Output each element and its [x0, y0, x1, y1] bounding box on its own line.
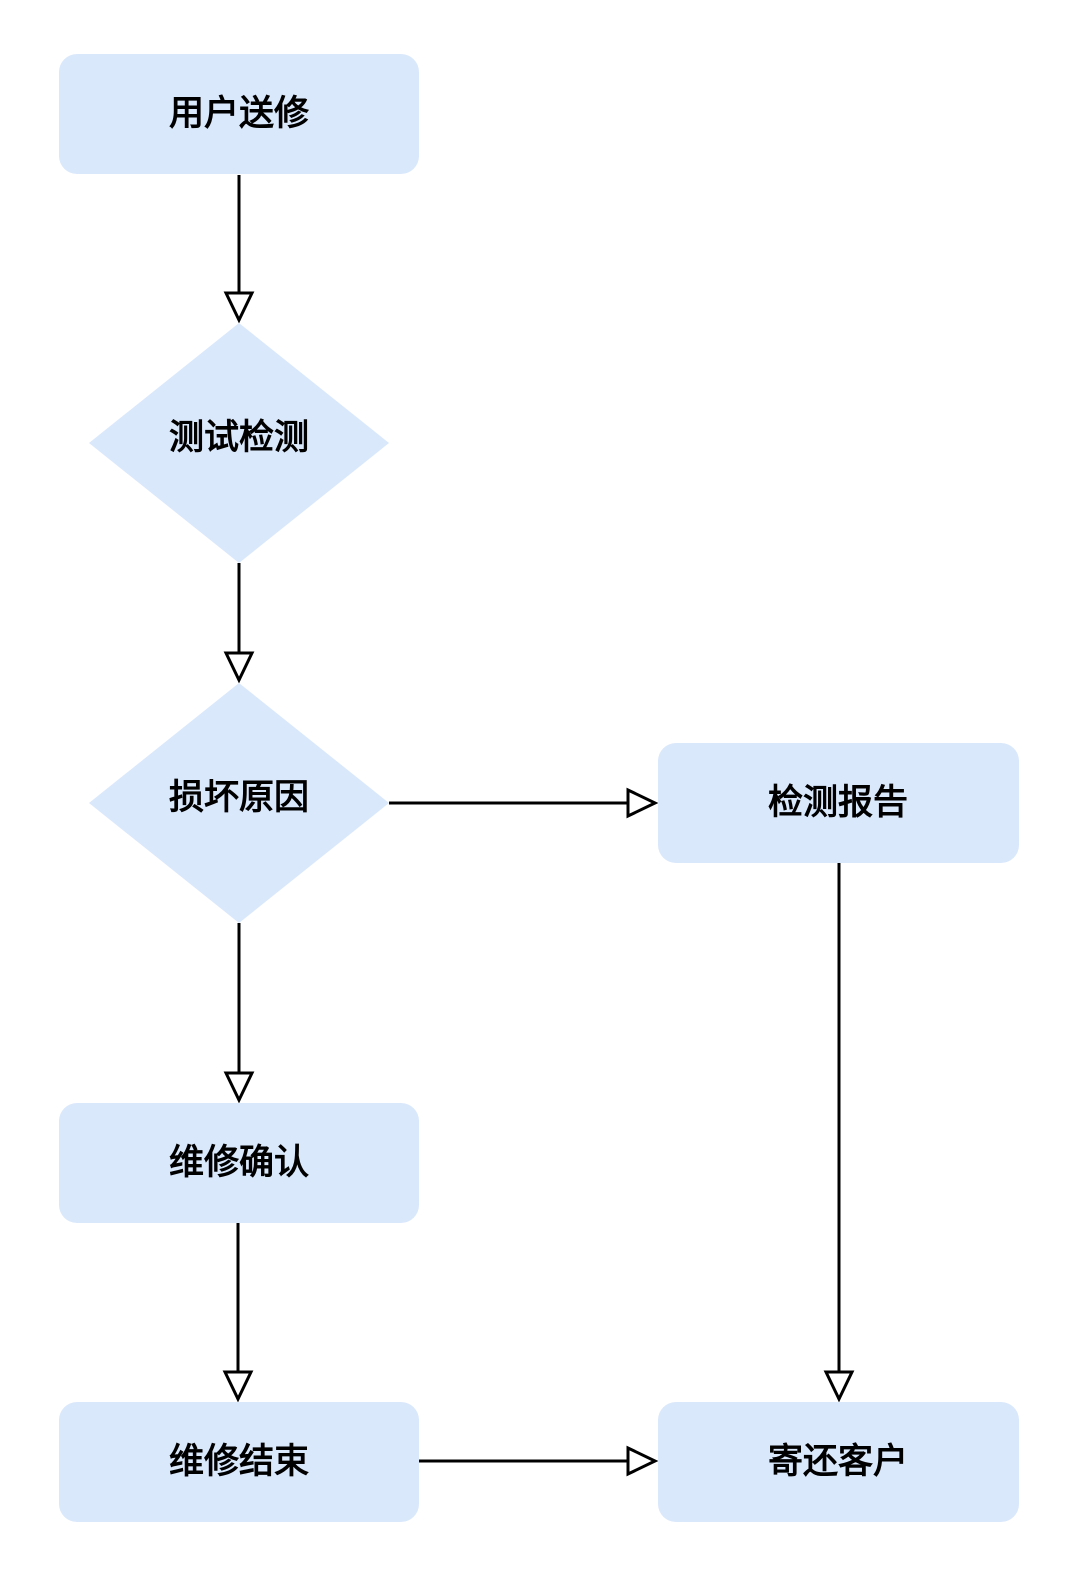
node-label: 损坏原因	[169, 778, 309, 818]
process-box	[59, 1103, 419, 1223]
node-repair-confirm[interactable]: 维修确认	[59, 1103, 419, 1223]
node-damage-cause[interactable]: 损坏原因	[89, 683, 389, 923]
node-label: 寄还客户	[768, 1441, 908, 1482]
node-label: 维修结束	[169, 1442, 309, 1482]
edge-repair-confirm-to-repair-end	[222, 1223, 254, 1403]
node-repair-end[interactable]: 维修结束	[59, 1402, 419, 1522]
edges	[222, 175, 855, 1477]
nodes: 用户送修 测试检测 损坏原因 检测报告 维修确认 维修结束 寄还客户	[59, 54, 1019, 1522]
edge-test-inspect-to-damage-cause	[223, 563, 255, 684]
node-user-send-repair[interactable]: 用户送修	[59, 54, 419, 174]
node-label: 检测报告	[768, 783, 908, 823]
process-box	[59, 1402, 419, 1522]
decision-diamond	[89, 683, 389, 923]
node-return-customer[interactable]: 寄还客户	[658, 1402, 1019, 1522]
node-label: 维修确认	[169, 1143, 309, 1183]
edge-damage-cause-to-repair-confirm	[223, 923, 255, 1104]
node-test-inspect[interactable]: 测试检测	[89, 323, 389, 563]
process-box	[658, 743, 1019, 863]
edge-damage-cause-to-inspection-report	[389, 787, 659, 819]
edge-inspection-report-to-return-customer	[823, 863, 855, 1403]
process-box	[658, 1402, 1019, 1522]
decision-diamond	[89, 323, 389, 563]
node-label: 测试检测	[169, 418, 309, 458]
edge-user-send-repair-to-test-inspect	[223, 175, 255, 324]
process-box	[59, 54, 419, 174]
edge-repair-end-to-return-customer	[419, 1445, 659, 1477]
node-inspection-report[interactable]: 检测报告	[658, 743, 1019, 863]
node-label: 用户送修	[169, 94, 310, 134]
